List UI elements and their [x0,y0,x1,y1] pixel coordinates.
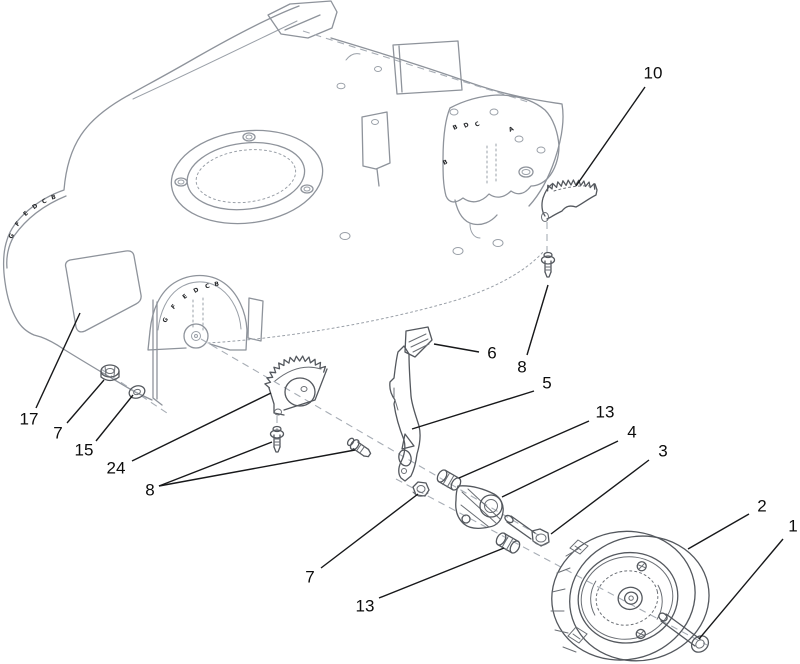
exploded-parts [100,179,710,662]
callout-label-2: 2 [757,496,766,515]
callout-label-13: 13 [596,402,615,421]
deck-latch [345,53,361,61]
lever-grip-part6 [404,326,433,358]
leader-line-17 [35,312,81,409]
height-letter-rear-bracket-A: A [508,125,515,133]
height-letter-rear-bracket-B: B [452,123,459,131]
rear-right-height-bracket [442,94,560,239]
height-letter-rear-arch-G: G [161,316,170,324]
leader-line-2 [687,513,750,550]
callout-label-8: 8 [517,357,526,376]
callout-label-24: 24 [107,458,126,477]
axle-bolt-part1 [658,612,710,653]
flange-nut-7-left [100,364,120,382]
deck-inner-edge [132,20,298,100]
height-letter-rear-arch-F: F [170,303,178,311]
callout-label-4: 4 [627,422,636,441]
height-letter-rear-arch-C: C [204,282,211,290]
mower-deck [3,0,564,406]
leader-line-5 [411,390,535,430]
callout-label-15: 15 [75,440,94,459]
leader-line-15 [95,394,134,442]
height-letter-front-arch-B: B [50,193,57,201]
leader-line-13 [458,420,590,479]
callout-label-10: 10 [644,63,663,82]
leader-line-8 [526,284,549,356]
axle-axis-dashed [395,478,708,646]
rear-left-wheel-arch [147,274,264,351]
sector-plate-part24 [264,355,328,416]
deck-rear-edge [330,37,564,207]
height-cam-part10 [541,179,598,222]
deck-ridge-dashed [302,30,529,103]
height-letter-front-arch-E: E [22,210,30,218]
deck-rear-opening [392,40,463,95]
leader-line-3 [550,459,650,535]
washer-15 [128,385,146,399]
shoulder-bolt-8-left [269,425,285,453]
pivot-axis-dashed [200,338,541,537]
front-left-wheel-arch [6,195,67,269]
height-letter-front-arch-C: C [41,197,48,205]
height-letter-rear-bracket-D: D [463,121,470,129]
deck-bolt-holes [336,66,504,255]
spacer-13-upper [436,469,462,491]
height-lever-part5 [389,345,421,482]
leader-line-7 [66,379,105,424]
callout-label-17: 17 [20,409,39,428]
wheel-bracket-part4 [455,485,504,529]
deck-hole [371,119,379,125]
flange-nut-7-axle [412,481,430,497]
height-letter-front-arch-F: F [14,220,22,228]
leader-line-4 [501,440,619,498]
leader-line-6 [433,343,480,353]
callout-label-7: 7 [53,423,62,442]
leader-line-7 [320,493,419,569]
height-letter-front-arch-D: D [31,202,39,211]
hex-bolt-part3 [504,514,550,547]
height-letter-rear-arch-B: B [214,281,220,289]
deck-mid-bracket [361,111,391,187]
wheel-part2 [551,530,710,662]
shoulder-bolt-8-upper [540,251,556,278]
height-letter-rear-arch-E: E [181,293,189,301]
callout-label-8: 8 [145,480,154,499]
callout-label-3: 3 [658,441,667,460]
leader-line-1 [698,538,784,640]
height-letter-rear-bracket-B: B [442,158,449,166]
leader-line-24 [131,392,272,462]
leader-line-8 [158,449,356,487]
engine-ring-lugs [174,132,314,194]
leader-line-8 [158,441,273,487]
leader-line-10 [575,86,646,187]
deck-hidden-bottom-edge [207,251,544,344]
shoulder-bolt-8-mid [346,437,372,458]
callout-label-6: 6 [487,343,496,362]
callout-label-5: 5 [542,373,551,392]
wheel-tread [550,539,589,653]
height-letter-rear-bracket-C: C [474,120,481,128]
deck-decal [64,250,142,333]
leader-line-13 [378,547,505,599]
height-letter-rear-arch-D: D [192,286,200,295]
height-letter-front-arch-G: G [7,232,16,240]
callout-label-1: 1 [788,516,797,535]
assembly-axis-lines [100,222,708,646]
spacer-13-lower [495,532,521,554]
deck-outline [3,5,300,401]
deck-top-bracket [267,0,338,39]
callout-label-13: 13 [356,596,375,615]
callout-label-7: 7 [305,567,314,586]
